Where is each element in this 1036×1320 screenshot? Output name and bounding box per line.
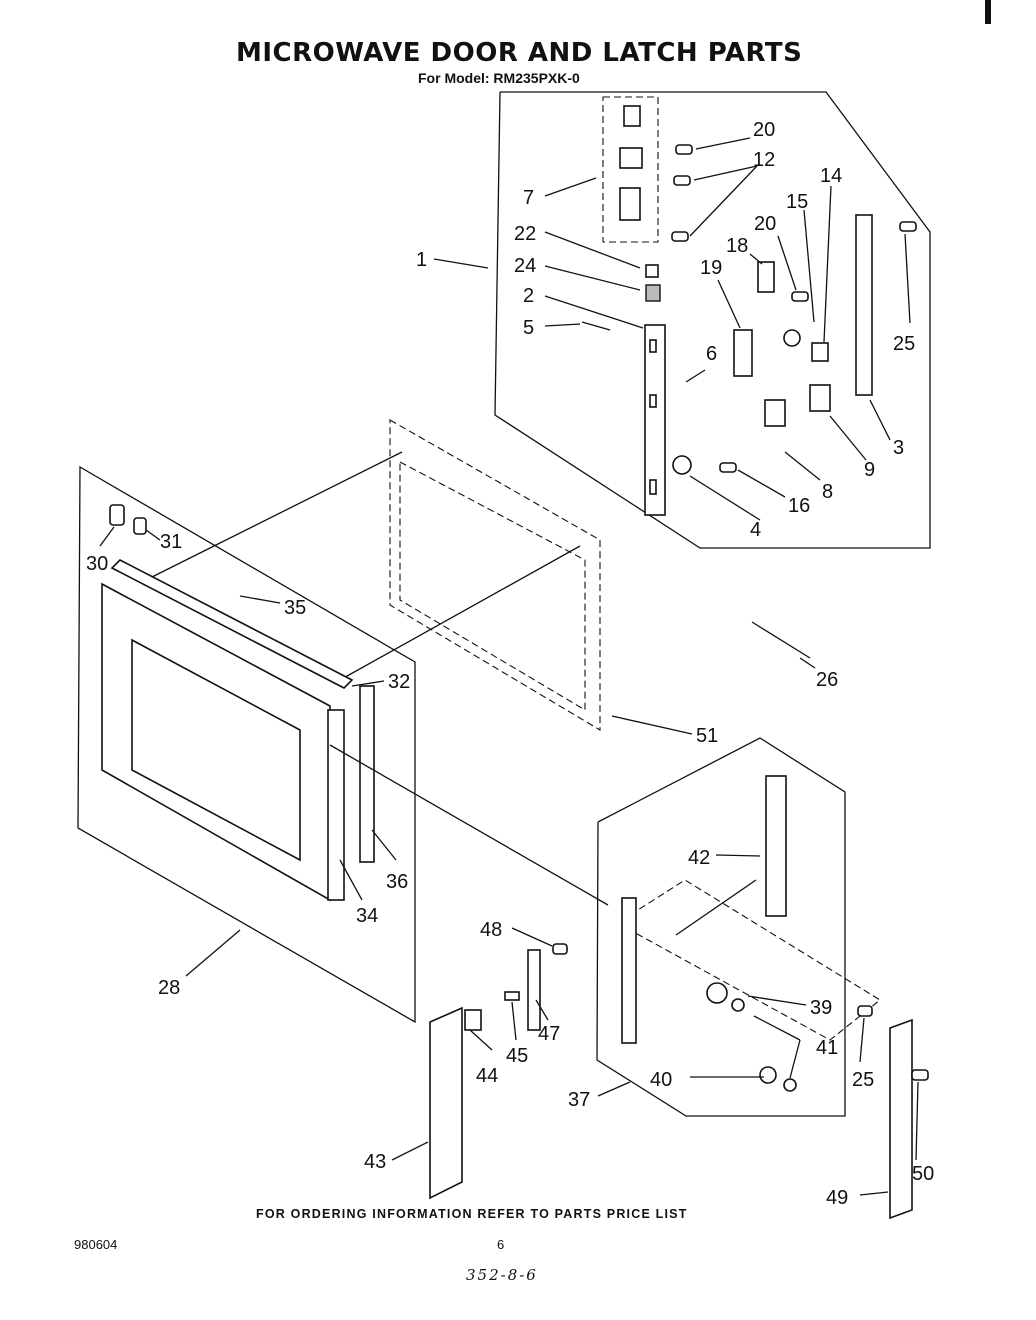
screw-part	[791, 291, 809, 302]
page-number: 6	[497, 1237, 505, 1252]
callout-25-b: 25	[852, 1069, 874, 1091]
long-screw-part	[581, 321, 611, 331]
callout-39: 39	[810, 997, 832, 1019]
pivot-part	[672, 455, 692, 475]
callout-35: 35	[284, 597, 306, 619]
callout-32: 32	[388, 671, 410, 693]
callout-4: 4	[750, 519, 761, 541]
screw-part	[675, 144, 693, 155]
callout-40: 40	[650, 1069, 672, 1091]
pin-part	[504, 991, 520, 1001]
latch-assembly-outline	[494, 91, 931, 549]
cap-part	[645, 264, 659, 278]
document-id: 980604	[74, 1237, 118, 1252]
callout-43: 43	[364, 1151, 386, 1173]
callout-5: 5	[523, 317, 534, 339]
ordering-note: FOR ORDERING INFORMATION REFER TO PARTS …	[256, 1207, 688, 1221]
callout-36: 36	[386, 871, 408, 893]
callout-leaders-upper	[433, 137, 911, 521]
callout-9: 9	[864, 459, 875, 481]
callout-12: 12	[753, 149, 775, 171]
callout-7: 7	[523, 187, 534, 209]
switch-group-outline	[602, 96, 659, 243]
latch-bar-part	[621, 897, 637, 1044]
callout-30: 30	[86, 553, 108, 575]
callout-42: 42	[688, 847, 710, 869]
door-panel-outline	[77, 465, 416, 1024]
callout-41: 41	[816, 1037, 838, 1059]
callout-leaders-lower	[391, 854, 919, 1196]
door-handle-part	[429, 1006, 463, 1200]
callout-15: 15	[786, 191, 808, 213]
screw-part	[133, 517, 147, 535]
spring-part	[645, 284, 661, 302]
callout-19: 19	[700, 257, 722, 279]
callout-25-a: 25	[893, 333, 915, 355]
screw-part	[911, 1069, 929, 1081]
callout-37: 37	[568, 1089, 590, 1111]
callout-34: 34	[356, 905, 378, 927]
callout-20-b: 20	[754, 213, 776, 235]
callout-2: 2	[523, 285, 534, 307]
screw-part	[109, 504, 125, 526]
latch-hook-part	[706, 982, 728, 1004]
callout-28: 28	[158, 977, 180, 999]
washer-part	[783, 1078, 797, 1092]
pin-part	[751, 621, 811, 659]
callout-51: 51	[696, 725, 718, 747]
corner-mark	[985, 0, 991, 24]
screw-part	[671, 231, 689, 242]
callout-1: 1	[416, 249, 427, 271]
strip-part	[110, 559, 354, 689]
screw-part	[552, 943, 568, 955]
hinge-strip-part	[889, 1018, 913, 1220]
callout-labels: 1 2 3 4 5 6 7 8 9 12 14 15 16 18 19 20 2…	[86, 119, 934, 1209]
latch-bar-part	[644, 324, 666, 516]
screw-part	[857, 1005, 873, 1017]
callout-50: 50	[912, 1163, 934, 1185]
latch-arm-part	[527, 949, 541, 1031]
small-bracket-part	[757, 261, 775, 293]
callout-6: 6	[706, 343, 717, 365]
handwritten-note: 352-8-6	[466, 1266, 538, 1284]
callout-14: 14	[820, 165, 842, 187]
latch-hook-part	[759, 1066, 777, 1084]
diagram-title: MICROWAVE DOOR AND LATCH PARTS	[236, 38, 803, 68]
cam-part	[783, 329, 801, 347]
callout-45: 45	[506, 1045, 528, 1067]
screw-part	[899, 221, 917, 232]
callout-48: 48	[480, 919, 502, 941]
lower-latch-outline	[596, 737, 846, 1117]
callout-49: 49	[826, 1187, 848, 1209]
callout-16: 16	[788, 495, 810, 517]
latch-plate-part	[855, 214, 873, 396]
callout-31: 31	[160, 531, 182, 553]
window-gasket-outline	[389, 419, 601, 731]
washer-part	[731, 998, 745, 1012]
strip-part	[359, 685, 375, 863]
bracket-part	[764, 399, 786, 427]
callout-leaders-door	[99, 526, 693, 977]
callout-44: 44	[476, 1065, 498, 1087]
model-subtitle: For Model: RM235PXK-0	[418, 70, 580, 86]
callout-18: 18	[726, 235, 748, 257]
callout-26: 26	[816, 669, 838, 691]
latch-spring-part	[765, 775, 787, 917]
lever-part	[733, 329, 753, 377]
strip-part	[327, 709, 345, 901]
callout-47: 47	[538, 1023, 560, 1045]
bracket-part	[811, 342, 829, 362]
bracket-part	[809, 384, 831, 412]
callout-8: 8	[822, 481, 833, 503]
screw-part	[719, 462, 737, 473]
callout-22: 22	[514, 223, 536, 245]
screw-part	[673, 175, 691, 186]
switch-parts	[619, 105, 643, 221]
callout-3: 3	[893, 437, 904, 459]
callout-24: 24	[514, 255, 536, 277]
callout-20-a: 20	[753, 119, 775, 141]
bracket-part	[464, 1009, 482, 1031]
